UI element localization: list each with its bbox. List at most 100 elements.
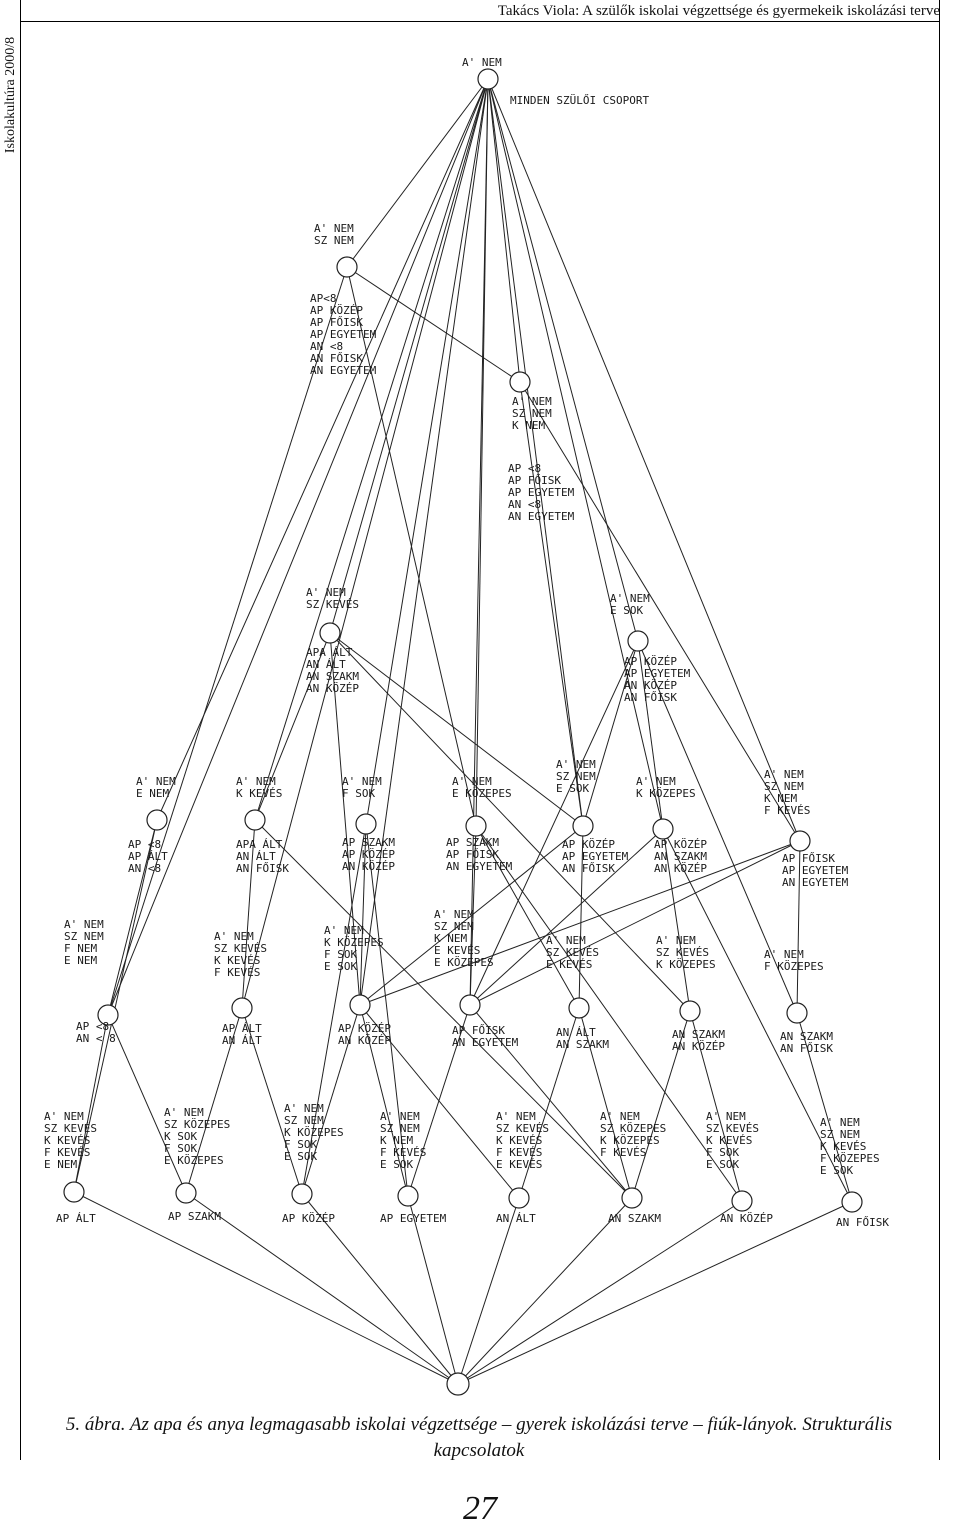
node-attribute-r1: AP <8 <box>128 838 161 851</box>
node-label-s4: E KEVÉS <box>434 944 480 957</box>
node-label-s2: F KEVÉS <box>214 966 260 979</box>
node-label-r1: E NEM <box>136 787 169 800</box>
edge-r1-s1 <box>107 819 158 1016</box>
right-frame-rule <box>939 0 940 1460</box>
edge-n4-r5 <box>329 632 584 827</box>
node-attribute-r7: AN EGYETEM <box>782 876 849 889</box>
edge-top-r1 <box>156 78 489 821</box>
edge-s1-b1 <box>73 1014 109 1193</box>
node-circle-s4 <box>459 994 481 1016</box>
node-label-b4: SZ NEM <box>380 1122 420 1135</box>
edge-n3-r5 <box>519 381 584 827</box>
node-attribute-r5: AP EGYETEM <box>562 850 629 863</box>
node-label-n3: K NEM <box>512 419 545 432</box>
node-label-b6: A' NEM <box>600 1110 640 1123</box>
edge-n5-s7 <box>637 640 798 1014</box>
edge-r5-s3 <box>359 825 584 1006</box>
node-label-b7: K KEVÉS <box>706 1134 752 1147</box>
edge-n4-s3 <box>329 632 361 1006</box>
node-label-b7: E SOK <box>706 1158 739 1171</box>
edge-top-r6 <box>487 78 664 830</box>
edge-top-r5 <box>487 78 584 827</box>
node-attribute-b3: AP KÖZÉP <box>282 1212 335 1225</box>
node-attribute-r7: AP EGYETEM <box>782 864 849 877</box>
node-label-n5: A' NEM <box>610 592 650 605</box>
node-label-r5: A' NEM <box>556 758 596 771</box>
edge-r4-b7 <box>475 825 743 1202</box>
node-circle-n2 <box>336 256 358 278</box>
edge-n3-r7 <box>519 381 801 842</box>
node-label-b5: K KEVÉS <box>496 1134 542 1147</box>
node-label-n5: E SOK <box>610 604 643 617</box>
edge-r7-s7 <box>796 840 801 1014</box>
node-circle-b3 <box>291 1183 313 1205</box>
edge-top-s3 <box>359 78 489 1006</box>
node-label-r5: E SOK <box>556 782 589 795</box>
node-attribute-s3: AP KÖZÉP <box>338 1022 391 1035</box>
node-label-r2: A' NEM <box>236 775 276 788</box>
edge-n5-s4 <box>469 640 639 1006</box>
node-label-s4: K NEM <box>434 932 467 945</box>
node-label-b2: K SOK <box>164 1130 197 1143</box>
node-label-s5: A' NEM <box>546 934 586 947</box>
node-circle-b7 <box>731 1190 753 1212</box>
edge-b7-bottom <box>457 1200 743 1385</box>
edge-n4-r2 <box>254 632 331 821</box>
edge-b3-bottom <box>301 1193 459 1385</box>
node-circle-n3 <box>509 371 531 393</box>
node-label-s1: SZ NEM <box>64 930 104 943</box>
node-label-b5: SZ KEVÉS <box>496 1122 549 1135</box>
node-label-r7: SZ NEM <box>764 780 804 793</box>
node-label-s3: K KÖZEPES <box>324 936 384 949</box>
node-label-b8: F KÖZEPES <box>820 1152 880 1165</box>
node-label-s6: SZ KEVÉS <box>656 946 709 959</box>
node-circle-s6 <box>679 1000 701 1022</box>
node-label-n4: SZ KEVÉS <box>306 598 359 611</box>
edge-top-r7 <box>487 78 801 842</box>
node-attribute-s4: AP FŐISK <box>452 1023 505 1037</box>
node-label-s4: A' NEM <box>434 908 474 921</box>
node-circle-s5 <box>568 997 590 1019</box>
node-attribute-s4: AN EGYETEM <box>452 1036 519 1049</box>
node-attribute-b8: AN FŐISK <box>836 1215 889 1229</box>
node-attribute-r4: AN EGYETEM <box>446 860 513 873</box>
node-attribute-s2: AP ÁLT <box>222 1022 262 1035</box>
edge-r3-b3 <box>301 823 367 1195</box>
node-attribute-r5: AP KÖZÉP <box>562 838 615 851</box>
node-attribute-s7: AN SZAKM <box>780 1030 833 1043</box>
node-circle-r2 <box>244 809 266 831</box>
node-attribute-r5: AN FŐISK <box>562 861 615 875</box>
node-label-r4: E KÖZEPES <box>452 787 512 800</box>
node-circle-s1 <box>97 1004 119 1026</box>
node-label-s4: E KÖZEPES <box>434 956 494 969</box>
node-label-r6: K KÖZEPES <box>636 787 696 800</box>
node-attribute-r1: AN <8 <box>128 862 161 875</box>
edge-b2-bottom <box>185 1192 459 1385</box>
edge-top-n5 <box>487 78 639 642</box>
edge-s3-b4 <box>359 1004 409 1197</box>
node-circle-r6 <box>652 818 674 840</box>
node-label-s1: A' NEM <box>64 918 104 931</box>
edge-r2-s2 <box>241 819 256 1009</box>
node-label-r3: A' NEM <box>342 775 382 788</box>
node-label-b6: F KEVÉS <box>600 1146 646 1159</box>
node-label-s7: A' NEM <box>764 948 804 961</box>
edge-s5-b5 <box>518 1007 580 1199</box>
node-label-b1: A' NEM <box>44 1110 84 1123</box>
node-circle-r3 <box>355 813 377 835</box>
node-label-r6: A' NEM <box>636 775 676 788</box>
node-label-s5: SZ KEVÉS <box>546 946 599 959</box>
node-circle-r7 <box>789 830 811 852</box>
edge-top-r2 <box>254 78 489 821</box>
edge-r6-s4 <box>469 828 664 1006</box>
edge-r6-b8 <box>662 828 853 1203</box>
node-label-n2: A' NEM <box>314 222 354 235</box>
figure-caption: 5. ábra. Az apa és anya legmagasabb isko… <box>65 1414 893 1461</box>
node-attribute-b7: AN KÖZÉP <box>720 1212 773 1225</box>
